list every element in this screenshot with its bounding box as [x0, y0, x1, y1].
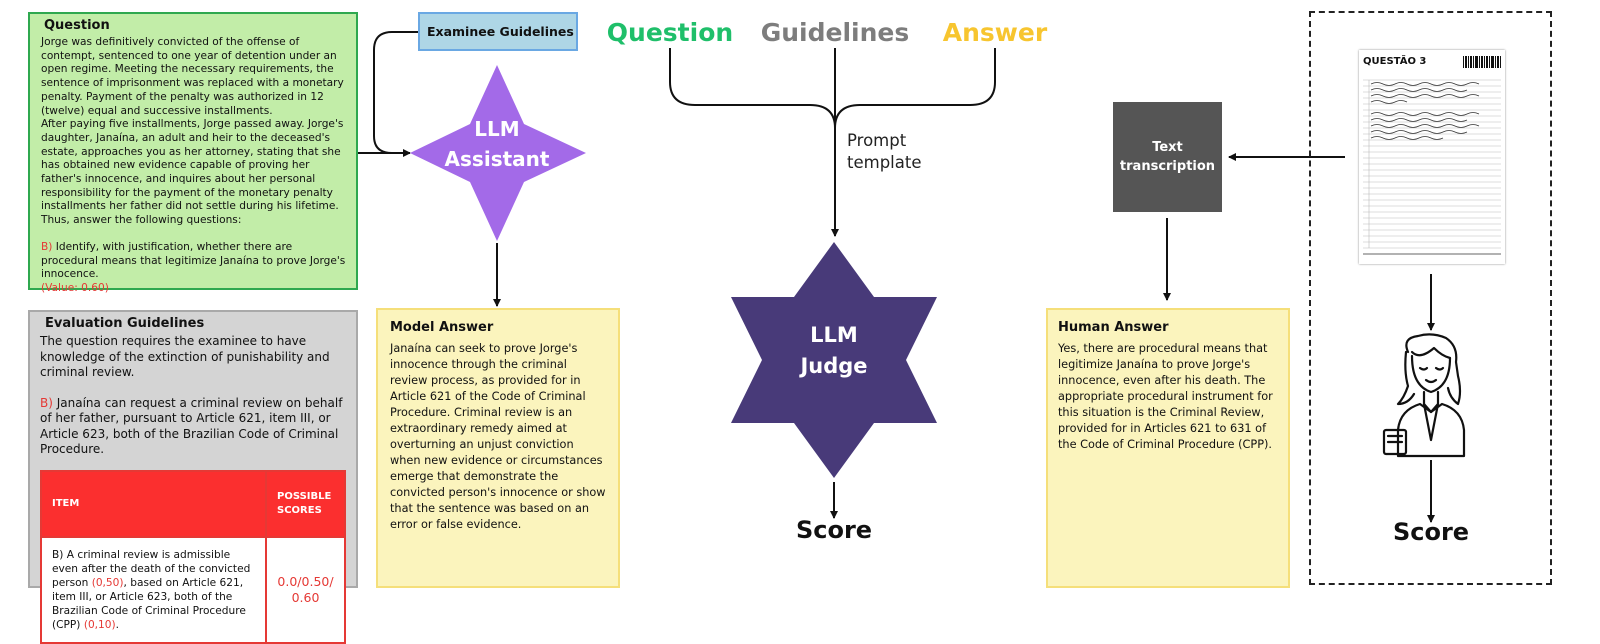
scoring-col-item: ITEM: [40, 469, 267, 538]
scoring-table-header: ITEM POSSIBLE SCORES: [40, 469, 346, 538]
human-score-label: Score: [1392, 518, 1470, 546]
llm-judge-score-label: Score: [795, 516, 873, 544]
text-transcription-line1: Text: [1152, 140, 1183, 155]
question-text-3: Thus, answer the following questions:: [41, 214, 242, 227]
answer-sheet-barcode: [1463, 56, 1501, 68]
prompt-template-label: Prompt template: [847, 130, 921, 174]
question-text-2: After paying five installments, Jorge pa…: [41, 118, 344, 213]
text-transcription-box: Text transcription: [1113, 102, 1222, 212]
model-answer-title: Model Answer: [390, 320, 494, 335]
evaluation-guidelines-box: Evaluation Guidelines The question requi…: [28, 310, 358, 644]
prompt-template-line2: template: [847, 153, 922, 172]
table-row: B) A criminal review is admissible even …: [40, 535, 346, 644]
model-answer-text: Janaína can seek to prove Jorge's innoce…: [390, 342, 606, 531]
scoring-item-cell: B) A criminal review is admissible even …: [40, 535, 267, 644]
merge-line-answer: [834, 48, 996, 129]
scoring-item-score-a: (0,50): [91, 576, 124, 589]
text-transcription-line2: transcription: [1119, 159, 1216, 174]
question-item-marker: B): [41, 240, 53, 253]
model-answer-box: Model Answer Janaína can seek to prove J…: [376, 308, 620, 588]
llm-judge-label: LLM Judge: [774, 320, 894, 382]
scoring-item-end: .: [115, 618, 120, 631]
llm-judge-label-line2: Judge: [800, 354, 868, 378]
human-grading-panel: [1309, 11, 1552, 585]
question-value-note: (Value: 0.60): [41, 281, 109, 294]
answer-sheet-ruled-lines: [1363, 79, 1501, 249]
scoring-possible-scores: 0.0/0.50/ 0.60: [265, 535, 346, 644]
question-item-text: Identify, with justification, whether th…: [41, 240, 346, 281]
human-answer-title: Human Answer: [1058, 320, 1169, 335]
input-answer-label: Answer: [942, 18, 1048, 47]
answer-sheet-handwriting: [1370, 82, 1480, 140]
input-guidelines-label: Guidelines: [760, 18, 910, 47]
scoring-col-scores: POSSIBLE SCORES: [265, 469, 346, 538]
examinee-guidelines-box: Examinee Guidelines: [418, 12, 578, 51]
human-answer-box: Human Answer Yes, there are procedural m…: [1046, 308, 1290, 588]
question-item: B) Identify, with justification, whether…: [41, 241, 346, 282]
diagram-canvas: [358, 31, 1466, 523]
scoring-item-score-b: (0,10): [83, 618, 116, 631]
question-text: Jorge was definitively convicted of the …: [41, 36, 344, 117]
merge-line-question: [669, 48, 836, 129]
answer-sheet-heading: QUESTÃO 3: [1363, 56, 1427, 67]
evaluation-text: The question requires the examinee to ha…: [40, 334, 330, 379]
llm-assistant-star: [410, 65, 586, 241]
answer-sheet-image: QUESTÃO 3: [1359, 50, 1505, 264]
question-box: Question Jorge was definitively convicte…: [28, 12, 358, 294]
human-answer-text: Yes, there are procedural means that leg…: [1058, 342, 1273, 451]
human-grader-icon: [1382, 333, 1466, 458]
evaluation-title: Evaluation Guidelines: [45, 316, 205, 331]
evaluation-item-text: Janaína can request a criminal review on…: [40, 395, 343, 457]
scoring-table: ITEM POSSIBLE SCORES B) A criminal revie…: [40, 469, 346, 644]
prompt-template-line1: Prompt: [847, 131, 907, 150]
llm-judge-label-line1: LLM: [810, 323, 858, 347]
arrow-guidelines-to-assistant: [373, 31, 418, 154]
evaluation-item-marker: B): [40, 395, 53, 410]
llm-assistant-label-line2: Assistant: [444, 147, 550, 171]
evaluation-item: B) Janaína can request a criminal review…: [40, 396, 346, 458]
llm-assistant-label: LLM Assistant: [430, 114, 564, 174]
question-title: Question: [44, 18, 110, 33]
input-question-label: Question: [606, 18, 734, 47]
llm-judge-star: [731, 242, 937, 478]
answer-sheet-lines: [1363, 56, 1501, 255]
llm-assistant-label-line1: LLM: [474, 117, 520, 141]
scoring-item-text-a: B) A criminal review is admissible even …: [52, 548, 251, 589]
